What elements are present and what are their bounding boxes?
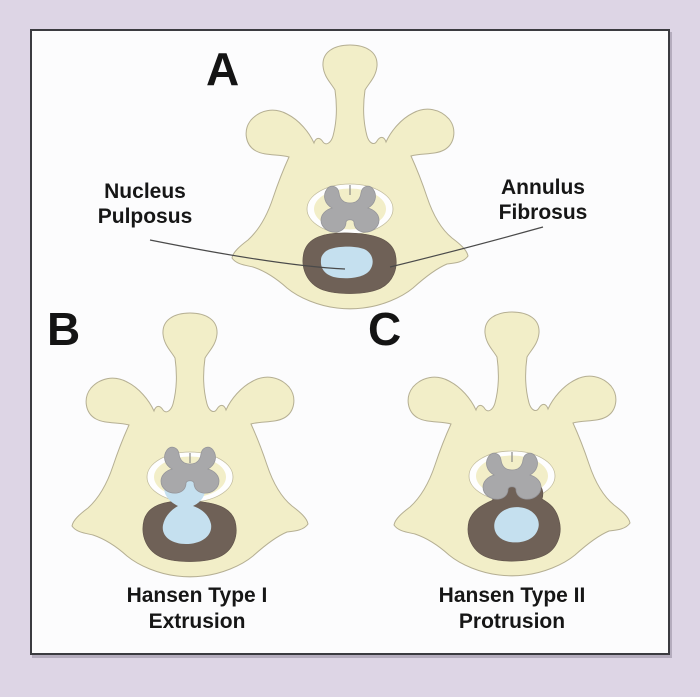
nucleus-pulposus-label: Nucleus Pulposus: [70, 179, 220, 229]
annulus-fibrosus-label: Annulus Fibrosus: [468, 175, 618, 225]
annulus-fibrosus-label-line1: Annulus: [501, 176, 585, 199]
nucleus-pulposus-label-line1: Nucleus: [104, 180, 186, 203]
nucleus-pulposus-label-line2: Pulposus: [97, 205, 193, 228]
leader-line-annulus-fibrosus: [389, 226, 544, 268]
panel-c-letter: C: [368, 303, 402, 355]
panel-a-vertebra: [231, 44, 469, 310]
annulus-fibrosus-label-line2: Fibrosus: [498, 201, 588, 224]
panel-b-vertebra: [71, 312, 309, 578]
panel-c-caption: Hansen Type II Protrusion: [417, 583, 607, 635]
panel-b-caption: Hansen Type I Extrusion: [102, 583, 292, 635]
panel-c-caption-line2: Protrusion: [458, 610, 566, 633]
panel-b-caption-line1: Hansen Type I: [126, 584, 268, 607]
panel-c-vertebra: [393, 311, 631, 577]
leader-line-nucleus-pulposus: [149, 239, 346, 270]
panel-c-caption-line1: Hansen Type II: [438, 584, 586, 607]
nucleus-pulposus-shape-c: [494, 507, 539, 543]
panel-a-letter: A: [206, 43, 240, 95]
panel-b-caption-line2: Extrusion: [148, 610, 246, 633]
panel-b-letter: B: [47, 303, 81, 355]
nucleus-pulposus-shape-a: [320, 246, 373, 279]
